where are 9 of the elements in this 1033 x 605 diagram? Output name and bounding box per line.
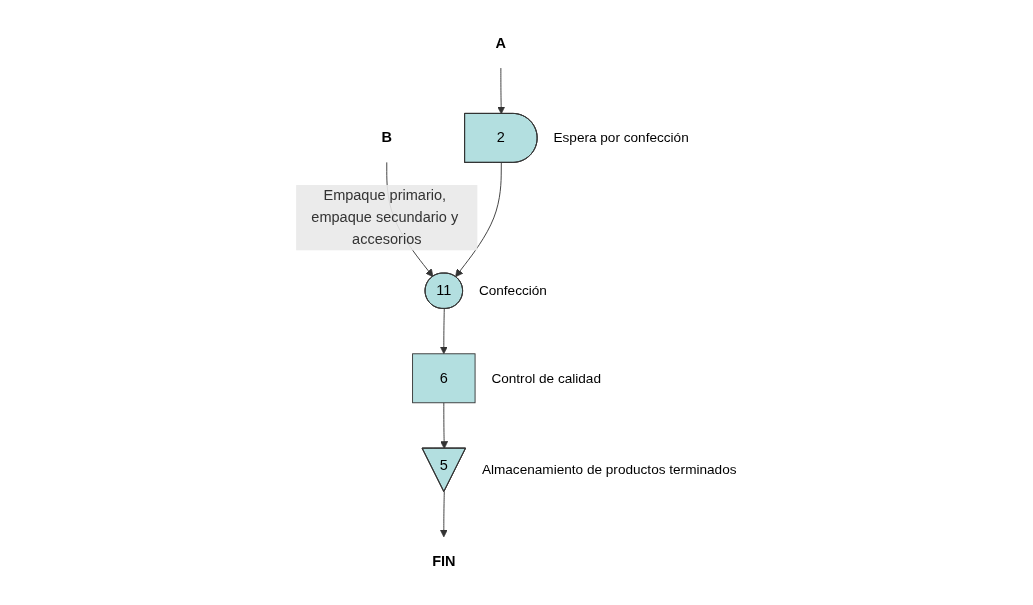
edge-label: Empaque primario, empaque secundario y accesorios: [311, 187, 459, 247]
step-description: Almacenamiento de productos terminados: [481, 462, 737, 478]
node-text: A: [495, 35, 507, 51]
node-text: B: [381, 129, 393, 146]
step-description: Confección: [478, 283, 547, 299]
step-description: Espera por confección: [553, 130, 689, 146]
step-description: Control de calidad: [491, 370, 601, 386]
node-box: 6: [412, 353, 476, 404]
node-text: FIN: [432, 553, 456, 569]
